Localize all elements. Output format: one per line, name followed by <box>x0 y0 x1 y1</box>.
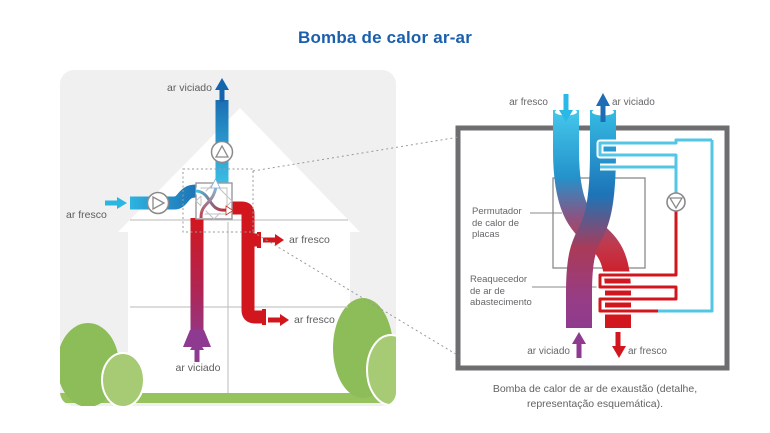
arrow-exhaust-bottom <box>572 332 586 358</box>
caption-line2: representação esquemática). <box>527 397 663 410</box>
house-panel <box>60 70 396 406</box>
label-fresh-in: ar fresco <box>66 209 107 221</box>
bush-left <box>60 323 145 406</box>
arrow-fresh-bottom <box>612 332 626 358</box>
label-plate-exchanger: Permutador de calor de placas <box>472 206 522 241</box>
house-silhouette <box>118 108 360 395</box>
label-fresh-out-lower: ar fresco <box>294 314 335 326</box>
label-fresh-out-upper: ar fresco <box>289 234 330 246</box>
arrow-fresh-in <box>105 197 127 209</box>
label-detail-exhaust-bottom: ar viciado <box>527 346 570 357</box>
unit-flow-arrows <box>195 178 234 219</box>
pump-icon <box>666 192 686 212</box>
detail-selection-box <box>182 168 254 233</box>
label-detail-exhaust-top: ar viciado <box>612 97 655 108</box>
arrow-exhaust-top <box>215 78 229 102</box>
caption: Bomba de calor de ar de exaustão (detalh… <box>450 382 740 411</box>
stale-duct <box>566 110 616 328</box>
refrigerant-circuit <box>598 138 714 313</box>
fan-icon <box>210 140 234 164</box>
label-detail-fresh-bottom: ar fresco <box>628 346 667 357</box>
ground-strip <box>60 393 396 403</box>
label-exhaust-top: ar viciado <box>167 82 212 94</box>
label-exhaust-bottom: ar viciado <box>175 362 221 374</box>
fan-icon <box>146 191 170 215</box>
evaporator-coil <box>598 138 712 169</box>
house-diagram <box>60 78 396 406</box>
page-title: Bomba de calor ar-ar <box>297 28 473 47</box>
caption-line1: Bomba de calor de ar de exaustão (detalh… <box>492 383 698 395</box>
arrow-fresh-top <box>559 94 573 122</box>
arrow-exhaust-top <box>596 93 610 122</box>
label-reheater: Reaquecedor de ar de abastecimento <box>470 274 532 309</box>
reheater-coil <box>598 211 678 313</box>
fresh-pipe-in <box>130 184 197 210</box>
detail-diagram <box>455 93 730 371</box>
label-detail-fresh-top: ar fresco <box>509 97 548 108</box>
arrow-exhaust-bottom <box>190 338 204 362</box>
